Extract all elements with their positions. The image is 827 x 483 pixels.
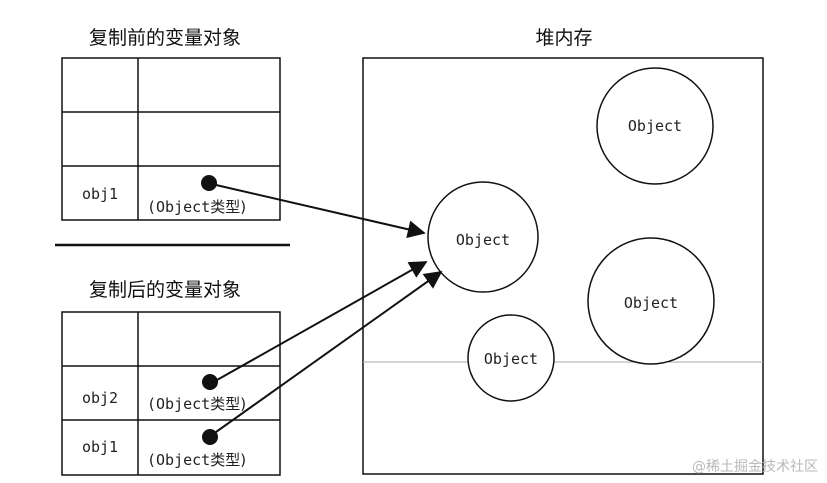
heap-title: 堆内存 xyxy=(535,27,592,49)
heap-memory-box xyxy=(362,57,764,475)
after-copy-title: 复制后的变量对象 xyxy=(89,279,241,301)
heap-object-label-shared: Object xyxy=(456,231,510,249)
after-obj2-value: (Object类型) xyxy=(147,395,246,413)
before-variable-table xyxy=(61,57,281,221)
heap-object-circle-shared xyxy=(427,181,539,293)
heap-object-label-bottom: Object xyxy=(484,350,538,368)
after-obj1-label: obj1 xyxy=(82,438,118,456)
before-copy-title: 复制前的变量对象 xyxy=(89,27,241,49)
before-obj1-value: (Object类型) xyxy=(147,198,246,216)
heap-object-circle-right xyxy=(587,237,715,365)
heap-object-circle-top-right xyxy=(596,67,714,185)
after-obj1-value: (Object类型) xyxy=(147,451,246,469)
heap-object-label-right: Object xyxy=(624,294,678,312)
before-obj1-label: obj1 xyxy=(82,185,118,203)
after-obj2-pointer-dot xyxy=(202,374,218,390)
before-obj1-pointer-dot xyxy=(201,175,217,191)
heap-object-circle-bottom xyxy=(467,314,555,402)
after-obj2-reference-arrow xyxy=(216,261,428,381)
after-obj1-pointer-dot xyxy=(202,429,218,445)
watermark: @稀土掘金技术社区 xyxy=(692,459,818,475)
after-obj2-label: obj2 xyxy=(82,389,118,407)
after-variable-table xyxy=(61,311,281,476)
after-obj1-reference-arrow xyxy=(215,270,443,433)
before-obj1-reference-arrow xyxy=(215,184,426,239)
heap-object-label-top-right: Object xyxy=(628,117,682,135)
